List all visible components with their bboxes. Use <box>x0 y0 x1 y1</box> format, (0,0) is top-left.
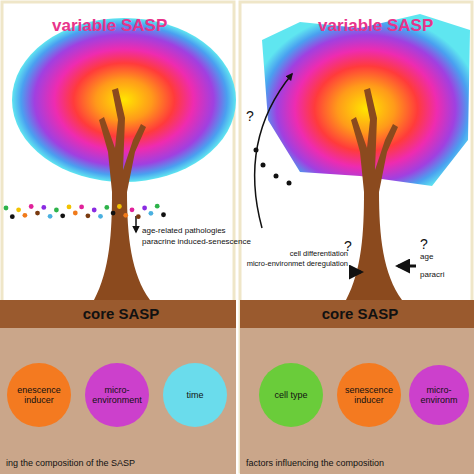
dot <box>155 204 160 209</box>
tree-trunk <box>94 88 150 300</box>
note-label: paracri <box>420 270 444 279</box>
arrow <box>135 216 137 232</box>
dot <box>274 174 279 179</box>
canopy <box>12 18 236 182</box>
dot <box>73 211 78 216</box>
dot <box>67 205 72 210</box>
dot <box>149 211 154 216</box>
dot <box>261 163 266 168</box>
dot <box>142 206 147 211</box>
arrow <box>350 271 361 274</box>
dot <box>86 213 91 218</box>
sasp-dots <box>4 204 166 219</box>
note-label: age <box>420 252 433 261</box>
dot <box>10 214 15 219</box>
core-band: core SASP <box>0 300 236 328</box>
ground-band: ing the composition of the SASP enescence… <box>0 328 236 474</box>
factor-label: micro-environm <box>411 385 467 406</box>
dot <box>79 205 84 210</box>
curved-arrow <box>255 74 292 228</box>
dot <box>123 213 128 218</box>
arrow <box>398 265 416 268</box>
title-label: variable SASP <box>52 16 167 36</box>
dot <box>35 211 40 216</box>
factor-label: time <box>186 390 203 400</box>
dot <box>111 211 116 216</box>
factor-circle: senescence inducer <box>336 362 402 428</box>
tree-trunk <box>346 88 402 300</box>
factor-label: enescence inducer <box>11 385 67 406</box>
dot <box>29 204 34 209</box>
dot <box>48 214 53 219</box>
factor-circle: micro-environm <box>408 362 470 428</box>
panel-frame <box>240 2 472 472</box>
factor-circle: time <box>162 362 228 428</box>
ground-caption: ing the composition of the SASP <box>6 458 135 468</box>
dot <box>54 208 59 213</box>
factor-label: micro-environment <box>89 385 145 406</box>
dot <box>23 213 28 218</box>
dot <box>16 207 21 212</box>
note-label: cell differentiation <box>244 250 348 259</box>
title-label: variable SASP <box>318 16 433 36</box>
factor-label: senescence inducer <box>341 385 397 406</box>
dot <box>117 204 122 209</box>
band-label: core SASP <box>240 300 474 322</box>
question-mark: ? <box>344 238 352 254</box>
ground-caption: factors influencing the composition <box>246 458 384 468</box>
dot <box>4 206 9 211</box>
dot <box>136 214 141 219</box>
dot <box>41 205 46 210</box>
dot <box>104 205 109 210</box>
note-label: micro-environmet deregulation <box>244 260 348 269</box>
question-mark: ? <box>420 236 428 252</box>
core-band: core SASP <box>240 300 474 328</box>
note-label: paracrine induced-senescence <box>142 237 251 246</box>
dot <box>161 212 166 217</box>
dot <box>287 181 292 186</box>
band-label: core SASP <box>0 300 236 322</box>
factor-circle: micro-environment <box>84 362 150 428</box>
factor-circle: enescence inducer <box>6 362 72 428</box>
dot <box>92 208 97 213</box>
factor-label: cell type <box>274 390 307 400</box>
note-label: age-related pathologies <box>142 226 226 235</box>
dot <box>60 213 65 218</box>
dot <box>98 214 103 219</box>
ground-band: factors influencing the composition cell … <box>240 328 474 474</box>
factor-circle: cell type <box>258 362 324 428</box>
question-mark: ? <box>246 108 254 124</box>
dot <box>130 207 135 212</box>
